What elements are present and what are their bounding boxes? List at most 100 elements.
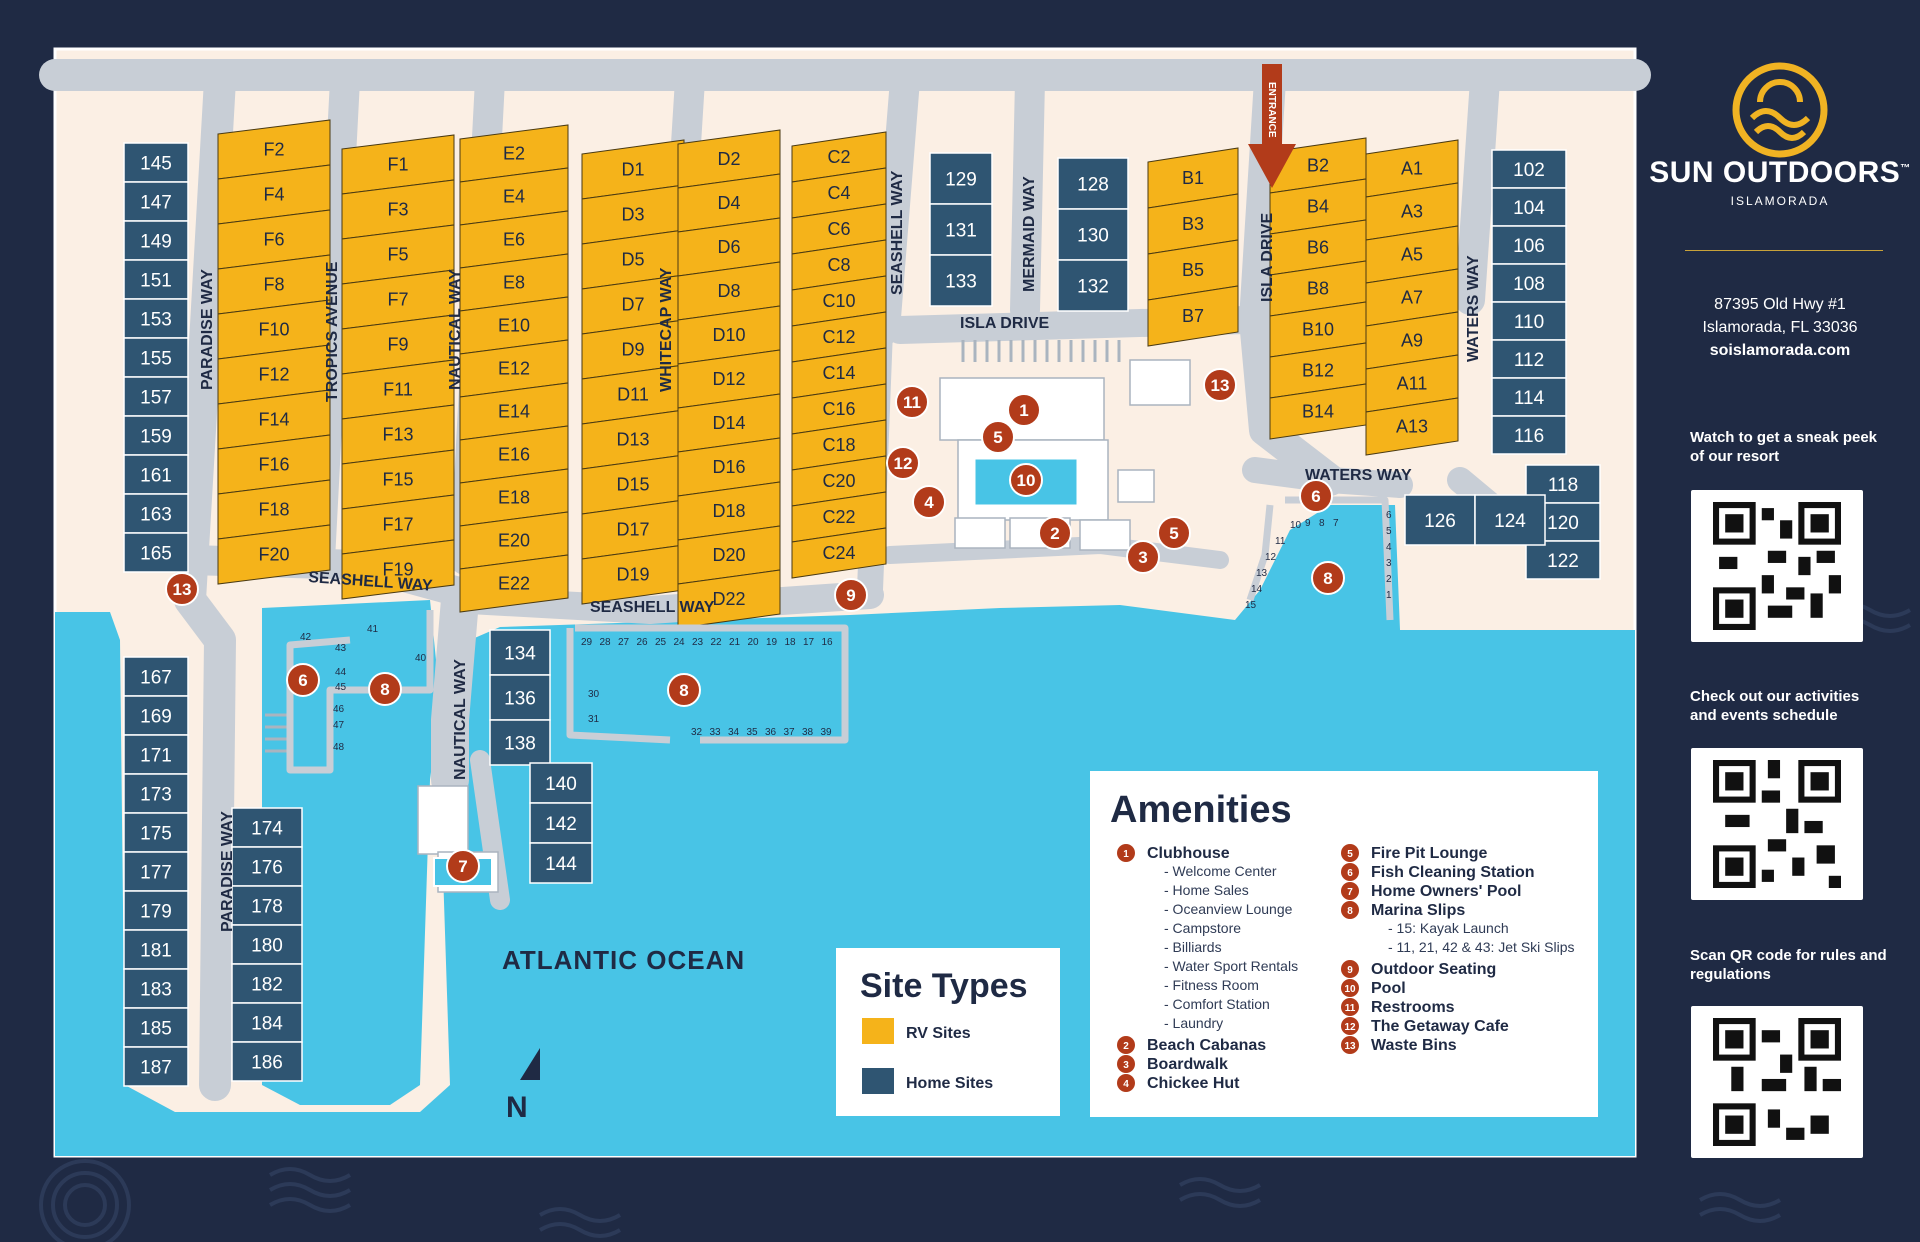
slip-number: 13 <box>1256 568 1268 579</box>
home-site-label: 108 <box>1513 274 1545 295</box>
amenity-number-badge <box>1341 863 1359 881</box>
left-inlet <box>262 600 440 1105</box>
amenity-marker[interactable]: 7 <box>446 849 480 883</box>
rv-site-label: F18 <box>258 500 289 520</box>
amenity-number: 11 <box>1345 1003 1356 1014</box>
amenity-marker[interactable]: 12 <box>886 446 920 480</box>
home-site: 186 <box>231 1041 303 1082</box>
home-site: 169 <box>123 695 189 736</box>
website-link[interactable]: soislamorada.com <box>1709 342 1851 359</box>
rv-site-label: A11 <box>1397 374 1428 394</box>
rv-site-label: D17 <box>616 520 649 540</box>
qr-code-3[interactable] <box>1691 1006 1863 1158</box>
qr-code-1[interactable] <box>1691 490 1863 642</box>
amenity-item: 5 Fire Pit Lounge <box>1341 844 1488 862</box>
home-site-shape <box>1404 494 1476 546</box>
slip-number: 21 <box>729 637 741 648</box>
home-site-shape <box>929 152 993 205</box>
amenity-number: 4 <box>1123 1079 1129 1090</box>
home-site-label: 181 <box>140 941 172 962</box>
amenity-number: 2 <box>1123 1041 1129 1052</box>
amenity-marker[interactable]: 9 <box>834 578 868 612</box>
rv-site-label: F1 <box>387 155 408 175</box>
amenity-name: Clubhouse <box>1147 845 1230 862</box>
amenity-marker[interactable]: 4 <box>912 485 946 519</box>
home-site-shape <box>123 181 189 222</box>
amenity-marker[interactable]: 11 <box>895 385 929 419</box>
amenity-name: Boardwalk <box>1147 1056 1228 1073</box>
rv-site-label: D6 <box>717 237 740 257</box>
rv-site-label: E18 <box>498 488 530 508</box>
rv-site: F20 <box>217 524 331 585</box>
rv-site: E22 <box>459 554 569 613</box>
rv-site: B8 <box>1269 260 1367 317</box>
amenity-marker[interactable]: 6 <box>1299 479 1333 513</box>
amenity-marker[interactable]: 13 <box>165 572 199 606</box>
rv-site-label: F4 <box>263 185 284 205</box>
home-site-label: 155 <box>140 349 172 370</box>
home-site: 176 <box>231 846 303 887</box>
amenity-marker[interactable]: 8 <box>1311 561 1345 595</box>
rv-site-label: E22 <box>498 574 530 594</box>
rv-site-label: D22 <box>712 589 745 609</box>
rv-site: A13 <box>1365 397 1459 456</box>
entrance-label: ENTRANCE <box>1266 82 1277 138</box>
rv-site: C8 <box>791 239 887 291</box>
rv-site-label: D4 <box>717 193 740 213</box>
home-site: 108 <box>1491 263 1567 303</box>
rv-site-label: F19 <box>382 560 413 580</box>
amenity-marker[interactable]: 3 <box>1126 540 1160 574</box>
home-site-label: 145 <box>140 154 172 175</box>
slip-number: 28 <box>600 637 612 648</box>
amenity-marker-number: 5 <box>993 428 1002 447</box>
home-site-label: 153 <box>140 310 172 331</box>
slip-number: 27 <box>618 637 630 648</box>
amenity-marker[interactable]: 13 <box>1203 368 1237 402</box>
slip-number: 35 <box>747 727 759 738</box>
amenity-marker[interactable]: 1 <box>1007 393 1041 427</box>
amenity-marker[interactable]: 8 <box>667 673 701 707</box>
home-site: 130 <box>1057 208 1129 261</box>
rv-site: F13 <box>341 404 455 465</box>
rv-site: C14 <box>791 347 887 399</box>
home-site: 140 <box>529 762 593 804</box>
address-line2: Islamorada, FL 33036 <box>1702 319 1858 336</box>
home-site-label: 133 <box>945 272 977 293</box>
amenity-name: Marina Slips <box>1371 902 1465 919</box>
waters-way-label: WATERS WAY <box>1305 467 1412 484</box>
rv-site-label: A3 <box>1401 202 1423 222</box>
isla-drive-label: ISLA DRIVE <box>960 315 1050 332</box>
slip-number: 4 <box>1386 542 1392 553</box>
rv-site: D17 <box>581 499 685 560</box>
amenity-marker-number: 3 <box>1138 548 1147 567</box>
amenity-name: Fish Cleaning Station <box>1371 864 1535 881</box>
home-site-label: 114 <box>1514 388 1545 409</box>
home-site-label: 165 <box>140 544 172 565</box>
amenity-number: 5 <box>1347 849 1353 860</box>
amenity-marker[interactable]: 5 <box>981 420 1015 454</box>
home-site-label: 147 <box>140 193 172 214</box>
amenity-number: 7 <box>1347 887 1353 898</box>
home-site-shape <box>1474 494 1546 546</box>
amenity-marker[interactable]: 10 <box>1009 463 1043 497</box>
amenity-name: Fire Pit Lounge <box>1371 845 1488 862</box>
rv-site-label: D20 <box>712 545 745 565</box>
amenity-number: 1 <box>1123 849 1129 860</box>
rv-site-label: B1 <box>1182 168 1204 188</box>
slip-number: 24 <box>674 637 686 648</box>
home-site-shape <box>1491 149 1567 189</box>
amenity-marker[interactable]: 8 <box>368 672 402 706</box>
amenity-number: 8 <box>1347 906 1353 917</box>
qr-code-2[interactable] <box>1691 748 1863 900</box>
qr-caption-1: Watch to get a sneak peek of our resort <box>1690 429 1878 465</box>
amenity-marker[interactable]: 6 <box>286 663 320 697</box>
amenity-marker[interactable]: 5 <box>1157 516 1191 550</box>
rv-site: C10 <box>791 275 887 327</box>
amenity-marker-number: 8 <box>1323 569 1332 588</box>
home-site-label: 131 <box>945 221 977 242</box>
home-site-label: 124 <box>1494 511 1526 532</box>
home-site: 151 <box>123 259 189 300</box>
amenity-marker[interactable]: 2 <box>1038 516 1072 550</box>
